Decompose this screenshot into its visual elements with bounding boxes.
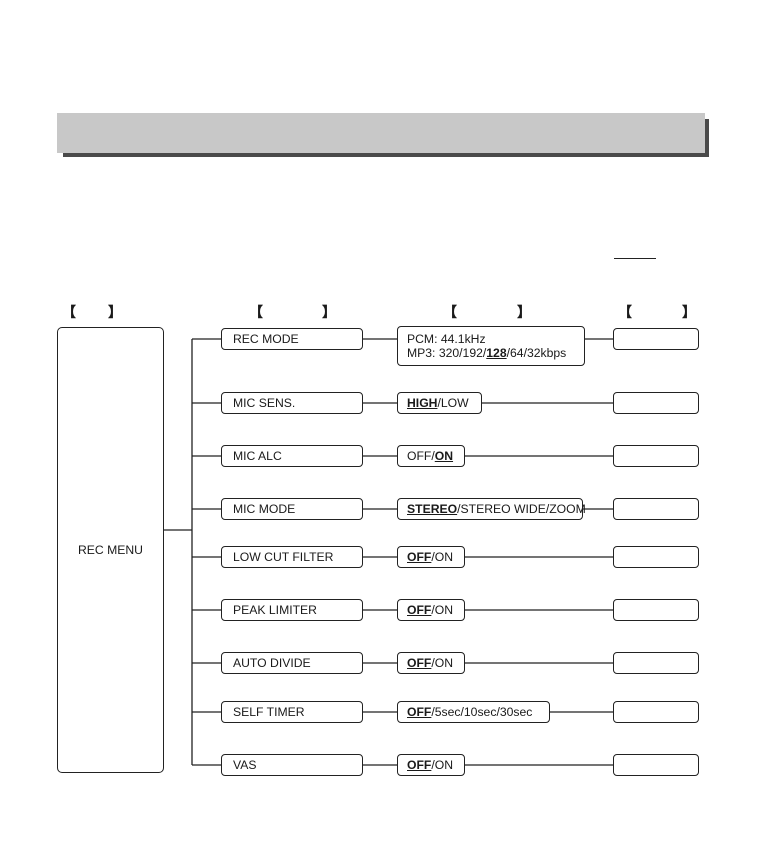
menu-item-label: MIC ALC [233, 449, 282, 463]
result-box [613, 546, 699, 568]
option-default: OFF [407, 705, 432, 719]
option-line-mp3: MP3: 320/192/128/64/32kbps [407, 346, 567, 360]
menu-item-label: PEAK LIMITER [233, 603, 317, 617]
option-separator: / [431, 758, 435, 772]
option-separator: / [431, 656, 435, 670]
menu-item-self-timer: SELF TIMER [221, 701, 363, 723]
option-default: OFF [407, 603, 432, 617]
option-value: 10sec [463, 705, 497, 719]
underline-rule [614, 258, 656, 259]
menu-item-rec-mode: REC MODE [221, 328, 363, 350]
option-separator: / [431, 603, 435, 617]
menu-item-label: SELF TIMER [233, 705, 305, 719]
menu-item-label: AUTO DIVIDE [233, 656, 311, 670]
rec-menu-label: REC MENU [77, 543, 143, 557]
menu-item-peak-limiter: PEAK LIMITER [221, 599, 363, 621]
option-default: OFF [407, 758, 432, 772]
menu-item-mic-alc: MIC ALC [221, 445, 363, 467]
option-value: ZOOM [549, 502, 586, 516]
option-separator: / [431, 449, 435, 463]
result-box [613, 754, 699, 776]
bracket-right: 】 [322, 304, 336, 320]
option-value: 5sec [434, 705, 461, 719]
bracket-right: 】 [108, 304, 122, 320]
options-mic-mode: STEREO/STEREO WIDE/ZOOM [397, 498, 586, 520]
option-value: ON [434, 656, 454, 670]
options-self-timer: OFF/5sec /10sec /30sec [397, 701, 550, 723]
options-mic-sens: HIGH/LOW [397, 392, 482, 414]
option-value: LOW [440, 396, 469, 410]
bracket-left: 【 [618, 304, 632, 320]
bracket-left: 【 [443, 304, 457, 320]
menu-item-label: MIC MODE [233, 502, 296, 516]
menu-item-mic-mode: MIC MODE [221, 498, 363, 520]
result-box [613, 701, 699, 723]
options-mic-alc: OFF/ON [397, 445, 465, 467]
result-box [613, 445, 699, 467]
option-value: OFF [407, 449, 432, 463]
bracket-left: 【 [249, 304, 263, 320]
menu-item-label: VAS [233, 758, 257, 772]
option-separator: / [460, 705, 464, 719]
title-bar [57, 113, 705, 153]
result-box [613, 328, 699, 350]
option-value: STEREO WIDE [460, 502, 546, 516]
option-default: OFF [407, 656, 432, 670]
menu-item-label: MIC SENS. [233, 396, 296, 410]
option-separator: / [457, 502, 461, 516]
option-separator: / [431, 705, 435, 719]
menu-item-mic-sens: MIC SENS. [221, 392, 363, 414]
option-value: ON [434, 550, 454, 564]
options-rec-mode: PCM: 44.1kHz MP3: 320/192/128/64/32kbps [397, 326, 585, 366]
result-box [613, 498, 699, 520]
result-box [613, 652, 699, 674]
option-separator: / [431, 550, 435, 564]
menu-item-label: LOW CUT FILTER [233, 550, 334, 564]
result-box [613, 392, 699, 414]
menu-item-auto-divide: AUTO DIVIDE [221, 652, 363, 674]
menu-item-vas: VAS [221, 754, 363, 776]
option-default: OFF [407, 550, 432, 564]
menu-item-label: REC MODE [233, 332, 299, 346]
option-separator: / [437, 396, 441, 410]
options-peak-limiter: OFF/ON [397, 599, 465, 621]
option-value: 30sec [499, 705, 533, 719]
bracket-right: 】 [682, 304, 696, 320]
option-value: ON [434, 603, 454, 617]
bracket-right: 】 [517, 304, 531, 320]
options-vas: OFF/ON [397, 754, 465, 776]
option-default: ON [434, 449, 454, 463]
rec-menu-node: REC MENU [57, 327, 164, 773]
option-default: STEREO [407, 502, 458, 516]
bracket-left: 【 [62, 304, 76, 320]
option-line-pcm: PCM: 44.1kHz [407, 332, 486, 346]
options-low-cut-filter: OFF/ON [397, 546, 465, 568]
option-value: ON [434, 758, 454, 772]
menu-item-low-cut-filter: LOW CUT FILTER [221, 546, 363, 568]
option-separator: / [545, 502, 550, 516]
options-auto-divide: OFF/ON [397, 652, 465, 674]
result-box [613, 599, 699, 621]
option-separator: / [496, 705, 500, 719]
option-default: HIGH [407, 396, 438, 410]
